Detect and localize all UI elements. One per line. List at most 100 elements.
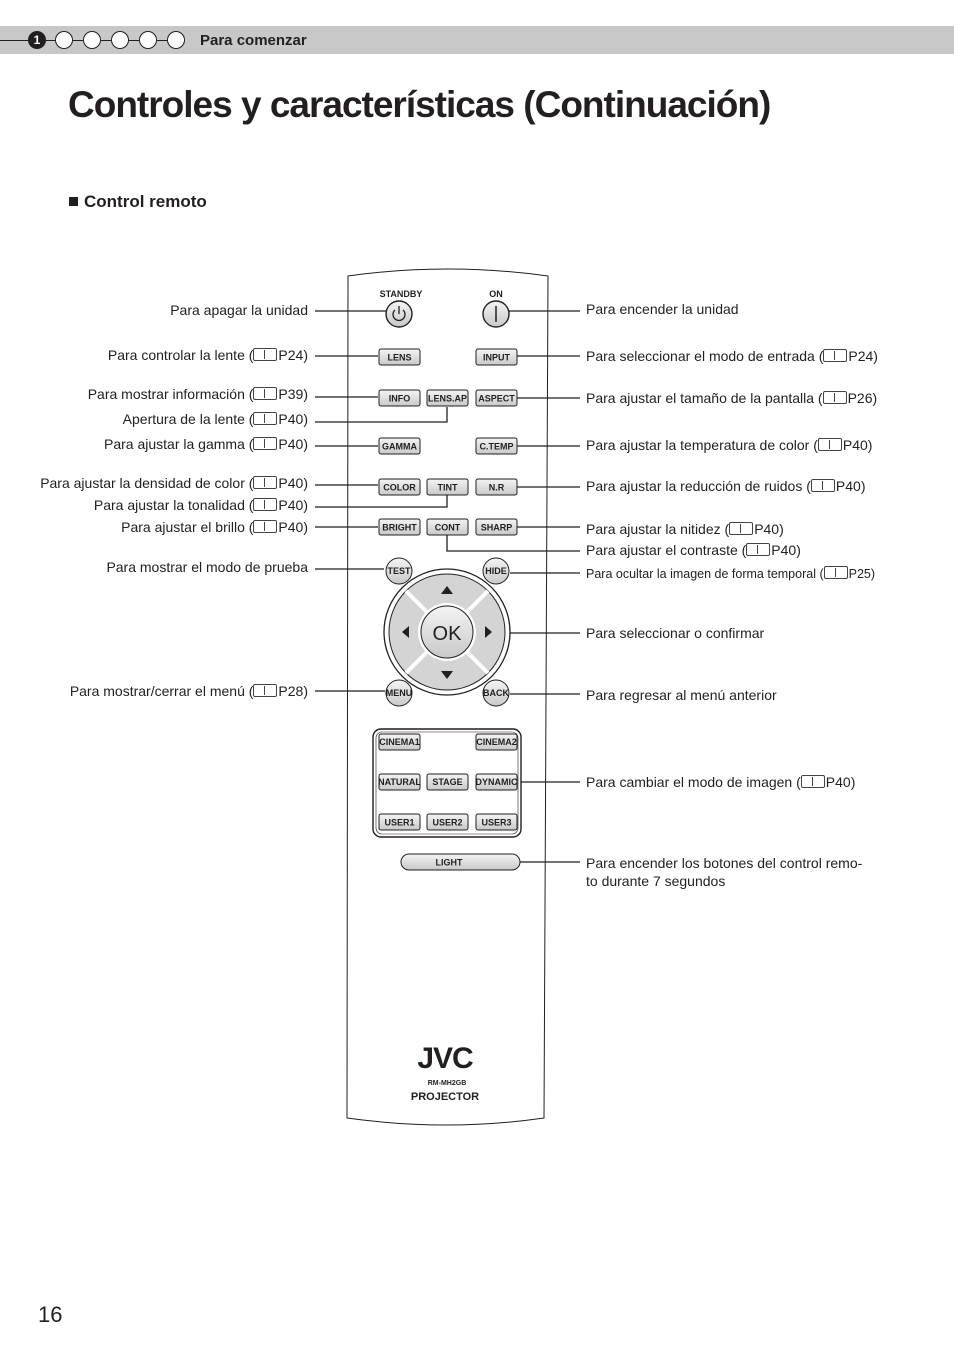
ok-button[interactable] bbox=[420, 605, 474, 659]
chapter-indicator-active: 1 bbox=[28, 31, 46, 49]
nr-button[interactable] bbox=[475, 478, 518, 496]
leader-lines bbox=[315, 310, 580, 863]
label-standby: Para apagar la unidad bbox=[170, 302, 308, 318]
tint-button[interactable] bbox=[426, 478, 469, 496]
section-name: Para comenzar bbox=[200, 32, 307, 49]
svg-text:INFO: INFO bbox=[389, 394, 411, 404]
book-ref-icon bbox=[253, 437, 278, 450]
cinema2-button[interactable] bbox=[475, 733, 518, 751]
right-arrow-icon bbox=[485, 626, 492, 638]
info-button[interactable] bbox=[378, 389, 421, 407]
dynamic-button[interactable] bbox=[475, 773, 518, 791]
svg-text:USER3: USER3 bbox=[481, 818, 511, 828]
button-row-color: COLOR TINT N.R bbox=[378, 478, 518, 496]
label-back: Para regresar al menú anterior bbox=[586, 687, 777, 703]
chapter-link bbox=[129, 40, 139, 41]
sharp-button[interactable] bbox=[475, 518, 518, 536]
bullet-square bbox=[69, 197, 78, 206]
book-ref-icon bbox=[253, 498, 278, 511]
label-lens: Para controlar la lente (P24) bbox=[107, 347, 308, 363]
ctemp-button[interactable] bbox=[475, 437, 518, 455]
book-ref-icon bbox=[253, 387, 278, 400]
svg-text:USER2: USER2 bbox=[432, 818, 462, 828]
svg-text:LENS: LENS bbox=[387, 353, 411, 363]
natural-button[interactable] bbox=[378, 773, 421, 791]
label-color: Para ajustar la densidad de color (P40) bbox=[40, 475, 308, 491]
user2-button[interactable] bbox=[426, 813, 469, 831]
back-button[interactable] bbox=[482, 679, 510, 707]
book-ref-icon bbox=[823, 566, 848, 579]
book-ref-icon bbox=[253, 520, 278, 533]
lens-ap-button[interactable] bbox=[426, 389, 469, 407]
page-number: 16 bbox=[38, 1302, 63, 1327]
label-lens-ap: Apertura de la lente (P40) bbox=[122, 411, 308, 427]
book-ref-icon bbox=[253, 684, 278, 697]
svg-text:CINEMA2: CINEMA2 bbox=[476, 737, 517, 747]
label-cont: Para ajustar el contraste (P40) bbox=[586, 542, 801, 558]
label-picture-mode: Para cambiar el modo de imagen (P40) bbox=[586, 774, 856, 790]
svg-text:SHARP: SHARP bbox=[481, 523, 513, 533]
on-text: ON bbox=[489, 289, 503, 299]
svg-text:STAGE: STAGE bbox=[432, 777, 462, 787]
svg-text:DYNAMIC: DYNAMIC bbox=[476, 777, 518, 787]
svg-text:INPUT: INPUT bbox=[483, 353, 511, 363]
book-ref-icon bbox=[823, 349, 848, 362]
menu-button[interactable] bbox=[385, 679, 413, 707]
chapter-indicator bbox=[139, 31, 157, 49]
button-row-info: INFO LENS.AP ASPECT bbox=[378, 389, 518, 407]
label-menu: Para mostrar/cerrar el menú (P28) bbox=[69, 683, 308, 699]
label-input: Para seleccionar el modo de entrada (P24… bbox=[586, 348, 878, 364]
book-ref-icon bbox=[810, 479, 835, 492]
chapter-indicator bbox=[111, 31, 129, 49]
label-tint: Para ajustar la tonalidad (P40) bbox=[93, 497, 308, 513]
label-sharp: Para ajustar la nitidez (P40) bbox=[586, 521, 784, 537]
user3-button[interactable] bbox=[475, 813, 518, 831]
color-button[interactable] bbox=[378, 478, 421, 496]
jvc-logo: JVC bbox=[417, 1042, 473, 1075]
label-test: Para mostrar el modo de prueba bbox=[106, 559, 308, 575]
lens-button[interactable] bbox=[378, 348, 421, 366]
chapter-indicator bbox=[55, 31, 73, 49]
ok-label: OK bbox=[433, 623, 463, 645]
svg-text:COLOR: COLOR bbox=[383, 483, 416, 493]
label-info: Para mostrar información (P39) bbox=[87, 386, 308, 402]
cinema1-button[interactable] bbox=[378, 733, 421, 751]
aspect-button[interactable] bbox=[475, 389, 518, 407]
header-rule bbox=[0, 40, 30, 41]
chapter-link bbox=[73, 40, 83, 41]
input-button[interactable] bbox=[475, 348, 518, 366]
book-ref-icon bbox=[822, 391, 847, 404]
svg-text:TINT: TINT bbox=[438, 483, 458, 493]
left-arrow-icon bbox=[402, 626, 409, 638]
book-ref-icon bbox=[253, 412, 278, 425]
test-button[interactable] bbox=[385, 557, 413, 585]
gamma-button[interactable] bbox=[378, 437, 421, 455]
chapter-link bbox=[101, 40, 111, 41]
page-title: Controles y características (Continuació… bbox=[68, 84, 771, 125]
svg-text:MENU: MENU bbox=[386, 688, 413, 698]
svg-text:HIDE: HIDE bbox=[485, 566, 507, 576]
stage-button[interactable] bbox=[426, 773, 469, 791]
button-row-bright: BRIGHT CONT SHARP bbox=[378, 518, 518, 536]
label-aspect: Para ajustar el tamaño de la pantalla (P… bbox=[586, 390, 878, 406]
label-ok: Para seleccionar o confirmar bbox=[586, 625, 765, 641]
svg-text:N.R: N.R bbox=[489, 483, 505, 493]
bright-button[interactable] bbox=[378, 518, 421, 536]
label-on: Para encender la unidad bbox=[586, 301, 739, 317]
svg-text:TEST: TEST bbox=[387, 566, 411, 576]
light-button[interactable] bbox=[400, 853, 521, 871]
up-arrow-icon bbox=[441, 586, 453, 594]
down-arrow-icon bbox=[441, 671, 453, 679]
button-row-lens: LENS INPUT bbox=[378, 348, 518, 366]
button-row-gamma: GAMMA C.TEMP bbox=[378, 437, 518, 455]
svg-text:NATURAL: NATURAL bbox=[378, 777, 421, 787]
book-ref-icon bbox=[800, 775, 825, 788]
cont-button[interactable] bbox=[426, 518, 469, 536]
user1-button[interactable] bbox=[378, 813, 421, 831]
label-nr: Para ajustar la reducción de ruidos (P40… bbox=[586, 478, 866, 494]
label-hide: Para ocultar la imagen de forma temporal… bbox=[586, 566, 876, 581]
subheading: Control remoto bbox=[84, 192, 207, 211]
hide-button[interactable] bbox=[482, 557, 510, 585]
svg-text:GAMMA: GAMMA bbox=[382, 442, 417, 452]
